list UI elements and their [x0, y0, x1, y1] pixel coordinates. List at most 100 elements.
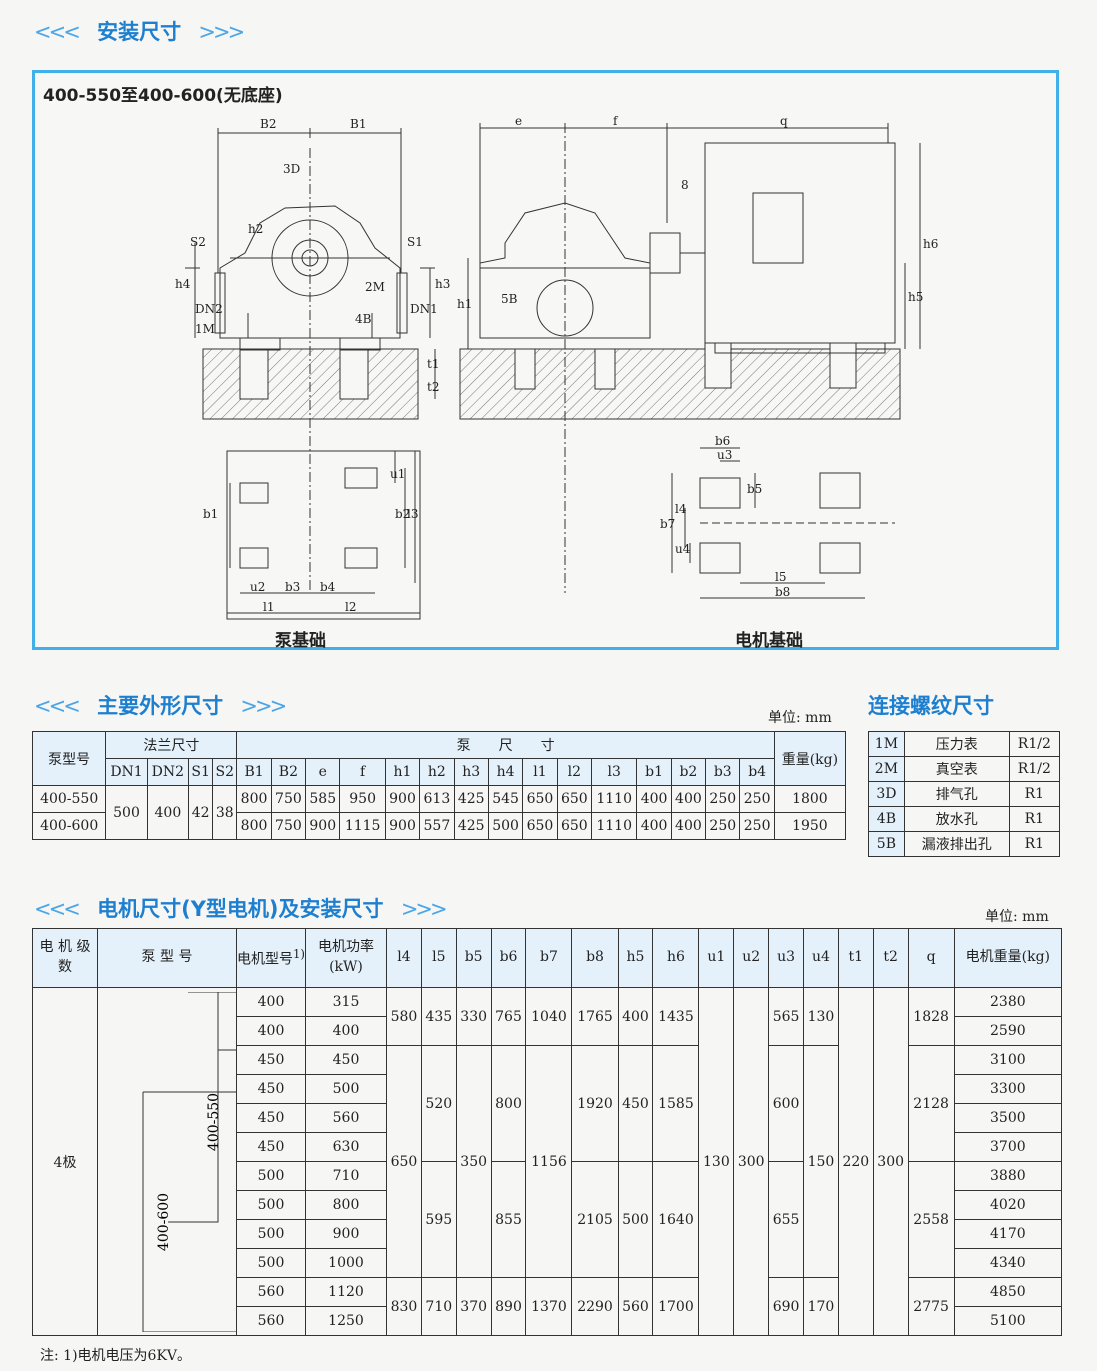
- cell: 900: [305, 812, 341, 840]
- th-col-dn2: DN2: [146, 758, 190, 786]
- cell-h6: 1435: [652, 987, 700, 1046]
- cell-h5: 560: [617, 1277, 654, 1336]
- footnote: 注: 1)电机电压为6KV。: [40, 1348, 192, 1364]
- cell-power: 710: [305, 1161, 387, 1191]
- th-poles: 电 机 级 数: [32, 928, 98, 988]
- cell-S2: 38: [212, 785, 238, 840]
- cell-poles: 4极: [32, 987, 98, 1336]
- cell-h5: 450: [617, 1045, 654, 1162]
- th-model: 泵型号: [31, 731, 107, 786]
- cell-u1: 130: [698, 987, 735, 1336]
- th-col-q: q: [907, 928, 955, 988]
- th-col-e: e: [305, 758, 341, 786]
- cell: 650: [556, 785, 592, 813]
- cell-code: 2M: [868, 756, 905, 782]
- pump-base-outline: [226, 450, 421, 620]
- cell-motor-model: 450: [236, 1103, 306, 1133]
- th-pump: 泵 尺 寸: [236, 731, 775, 759]
- label-B2: B2: [260, 117, 276, 131]
- cell-u2: 300: [733, 987, 770, 1336]
- cell-t1: 220: [837, 987, 874, 1336]
- footnote-mark: 1): [293, 946, 305, 961]
- cell-motor-model: 400: [236, 987, 306, 1017]
- th-col-b2: b2: [670, 758, 707, 786]
- label-u2: u2: [250, 580, 265, 594]
- th-col-h4: h4: [487, 758, 524, 786]
- motor-title-text: 电机尺寸(Y型电机)及安装尺寸: [97, 897, 384, 921]
- cell-q: 2558: [907, 1161, 955, 1278]
- label-l3: l3: [407, 507, 418, 521]
- th-col-l3: l3: [590, 758, 638, 786]
- label-h1: h1: [457, 297, 472, 311]
- label-q: q: [780, 114, 788, 128]
- cell-motor-weight: 3700: [953, 1132, 1063, 1162]
- label-l2: l2: [345, 600, 356, 614]
- cell-weight: 1950: [773, 812, 847, 840]
- cell: 650: [522, 785, 558, 813]
- label-2M: 2M: [365, 280, 385, 294]
- cell-h6: 1640: [652, 1161, 700, 1278]
- cell-size: R1: [1008, 831, 1061, 857]
- table-row: 400-600 800 750 900 1115 900 557 425 500…: [31, 812, 847, 840]
- cell-b5: 330: [455, 987, 492, 1046]
- label-l4: l4: [675, 502, 687, 516]
- label-S1: S1: [407, 235, 423, 249]
- motor-section-title: <<< 电机尺寸(Y型电机)及安装尺寸 >>>: [34, 897, 448, 921]
- model-b-label: 400-600: [156, 1192, 172, 1250]
- label-DN2: DN2: [195, 302, 223, 316]
- label-e: e: [515, 114, 522, 128]
- label-b8: b8: [775, 585, 790, 599]
- cell-name: 漏液排出孔: [903, 831, 1010, 857]
- cell-b5: 370: [455, 1277, 492, 1336]
- cell-u3: 690: [768, 1277, 805, 1336]
- cell-model: 400-550: [31, 785, 107, 813]
- th-col-h5: h5: [617, 928, 654, 988]
- cell-l5: 520: [420, 1045, 457, 1162]
- cell-b6: 890: [490, 1277, 527, 1336]
- cell-q: 2775: [907, 1277, 955, 1336]
- label-b6: b6: [715, 434, 730, 448]
- th-col-u1: u1: [698, 928, 735, 988]
- th-col-h1: h1: [384, 758, 421, 786]
- th-col-l1: l1: [522, 758, 558, 786]
- th-motor-model: 电机型号1): [236, 928, 306, 988]
- label-h2: h2: [248, 222, 263, 236]
- cell-code: 5B: [868, 831, 905, 857]
- th-col-u4: u4: [803, 928, 839, 988]
- label-u4: u4: [675, 542, 691, 556]
- cell-l5: 710: [420, 1277, 457, 1336]
- th-motor-weight: 电机重量(kg): [953, 928, 1063, 988]
- cell-b5: 350: [455, 1045, 492, 1278]
- cell-motor-weight: 3100: [953, 1045, 1063, 1075]
- cell-l4: 830: [386, 1277, 422, 1336]
- label-B1: B1: [350, 117, 366, 131]
- cell-motor-model: 500: [236, 1219, 306, 1249]
- th-col-h2: h2: [419, 758, 455, 786]
- thread-section-title: 连接螺纹尺寸: [868, 694, 994, 718]
- th-pump-model: 泵 型 号: [97, 928, 237, 988]
- cell-power: 1120: [305, 1277, 387, 1307]
- label-t2: t2: [427, 380, 439, 394]
- cell-l4: 650: [386, 1045, 422, 1278]
- th-col-t1: t1: [837, 928, 874, 988]
- cell-h6: 1585: [652, 1045, 700, 1162]
- cell-name: 压力表: [903, 731, 1010, 757]
- cell-h5: 500: [617, 1161, 654, 1278]
- cell-l4: 580: [386, 987, 422, 1046]
- cell: 250: [705, 785, 741, 813]
- th-col-f: f: [339, 758, 386, 786]
- label-b4: b4: [320, 580, 336, 594]
- cell-motor-weight: 4850: [953, 1277, 1063, 1307]
- cell-power: 500: [305, 1074, 387, 1104]
- cell-b6: 855: [490, 1161, 527, 1278]
- th-col-b1: B1: [236, 758, 272, 786]
- cell-l5: 435: [420, 987, 457, 1046]
- cell-code: 4B: [868, 806, 905, 832]
- cell-motor-model: 560: [236, 1277, 306, 1307]
